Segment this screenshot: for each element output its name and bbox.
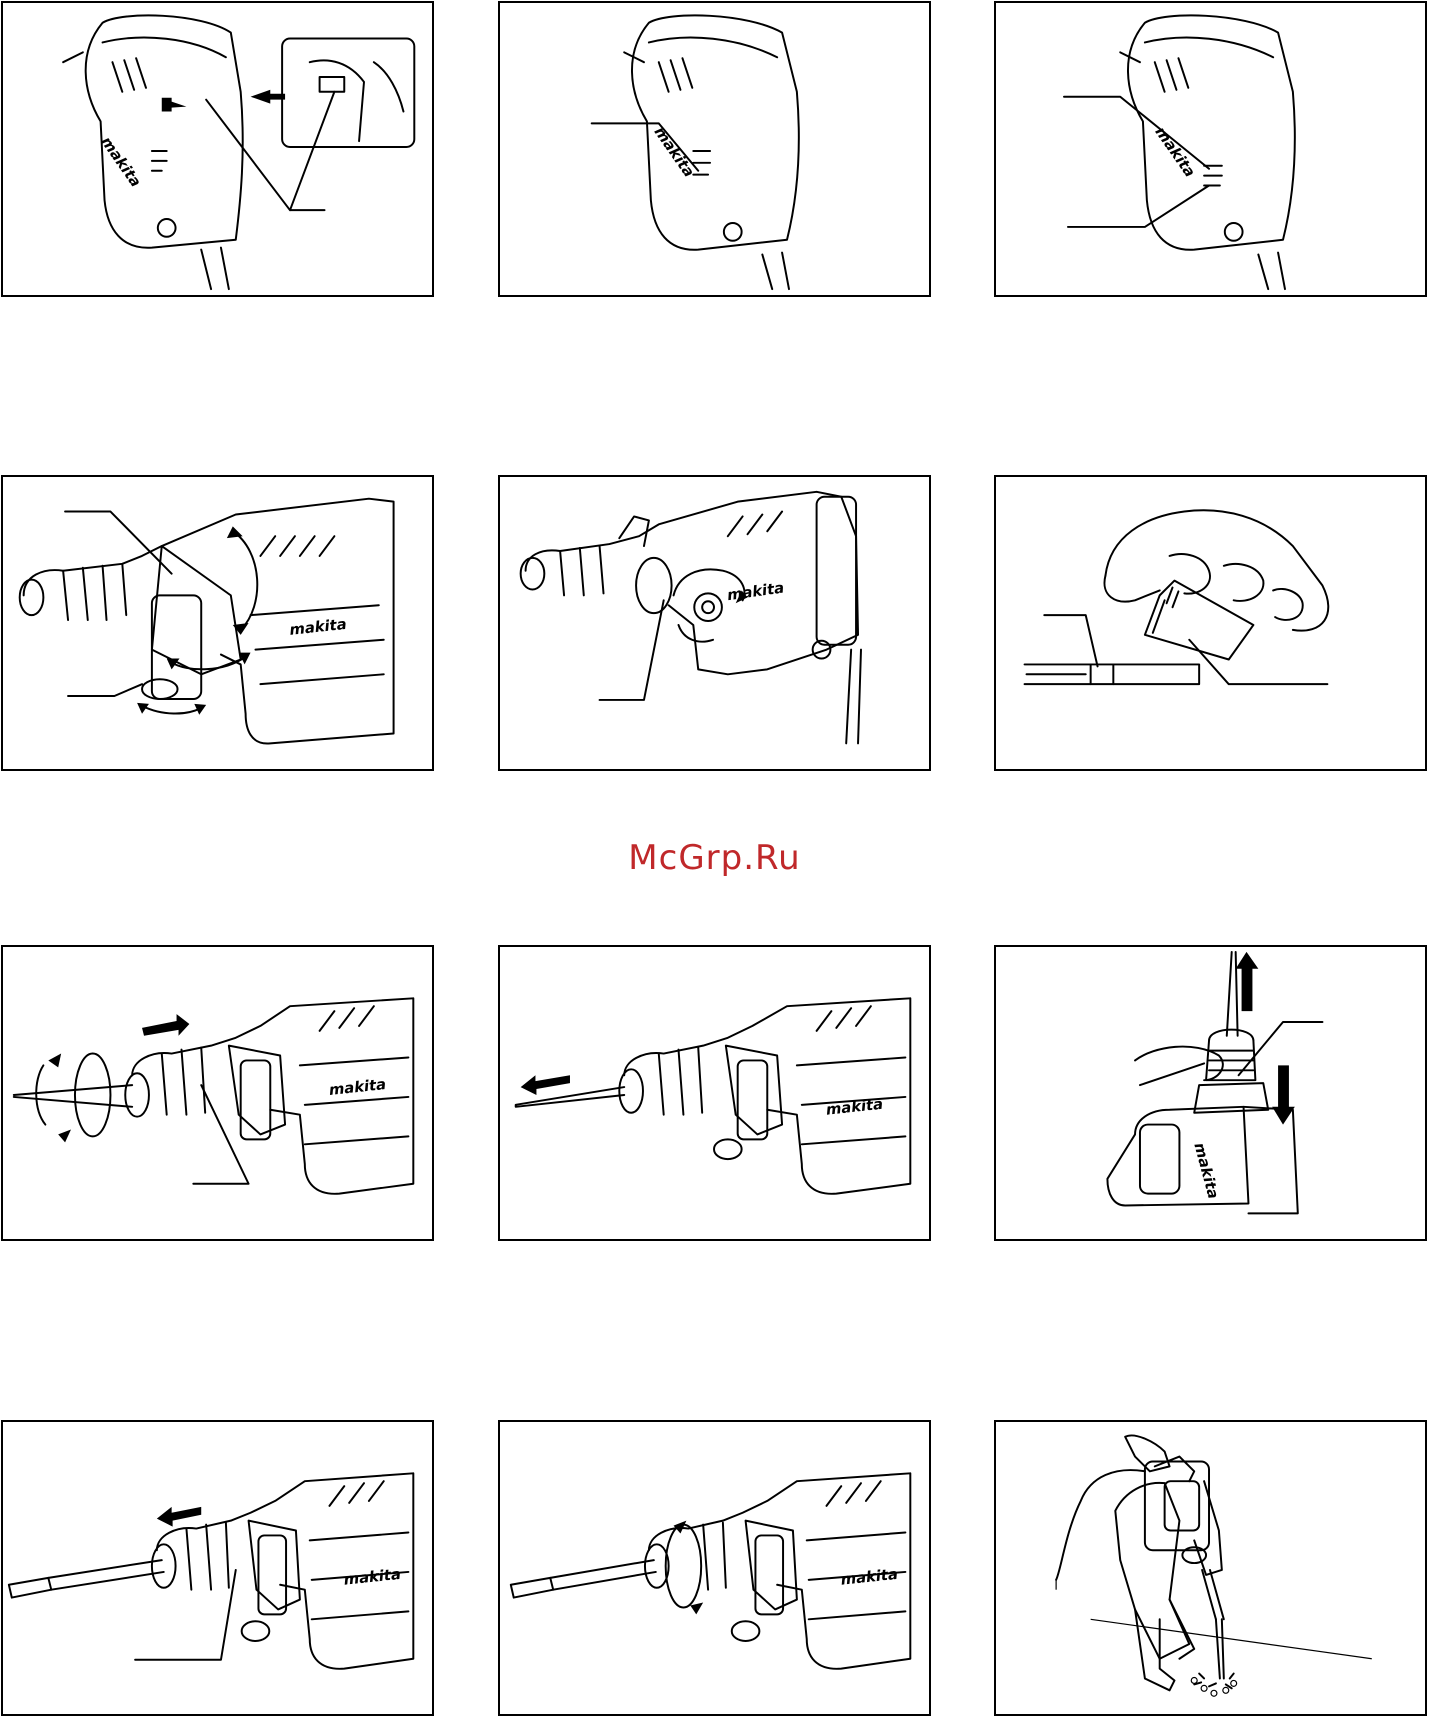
figure-4-illustration: makita xyxy=(3,477,432,769)
figure-2: makita xyxy=(498,1,931,297)
figure-6-illustration xyxy=(996,477,1425,769)
watermark: McGrp.Ru xyxy=(0,838,1429,878)
rotation-arrow-icon xyxy=(172,657,246,670)
arrow-icon xyxy=(1272,1065,1295,1124)
brand-logo: makita xyxy=(1151,124,1198,181)
brand-logo: makita xyxy=(651,124,698,181)
figure-10: makita xyxy=(1,1420,434,1716)
figure-10-illustration: makita xyxy=(3,1422,432,1714)
brand-logo: makita xyxy=(328,1076,387,1099)
arrow-icon xyxy=(1236,952,1259,1011)
brand-logo: makita xyxy=(840,1566,899,1589)
figure-7: makita xyxy=(1,945,434,1241)
brand-logo: makita xyxy=(1190,1141,1221,1201)
arrow-icon xyxy=(251,90,286,104)
figure-11-illustration: makita xyxy=(500,1422,929,1714)
figure-8: makita xyxy=(498,945,931,1241)
brand-logo: makita xyxy=(726,579,785,604)
watermark-text: McGrp.Ru xyxy=(628,838,800,878)
figure-12 xyxy=(994,1420,1427,1716)
figure-6 xyxy=(994,475,1427,771)
arrow-icon xyxy=(157,1507,201,1527)
rotation-arrow-icon xyxy=(142,706,201,714)
figure-1-illustration: makita xyxy=(3,3,432,295)
figure-2-illustration: makita xyxy=(500,3,929,295)
arrow-icon xyxy=(521,1075,570,1095)
rotation-arrow-icon xyxy=(75,1054,111,1137)
figure-3-illustration: makita xyxy=(996,3,1425,295)
figure-9-illustration: makita xyxy=(996,947,1425,1239)
figure-9: makita xyxy=(994,945,1427,1241)
brand-logo: makita xyxy=(825,1096,884,1119)
brand-logo: makita xyxy=(343,1566,402,1589)
figure-5-illustration: makita xyxy=(500,477,929,769)
figure-7-illustration: makita xyxy=(3,947,432,1239)
brand-logo: makita xyxy=(289,616,348,639)
figure-4: makita xyxy=(1,475,434,771)
figure-3: makita xyxy=(994,1,1427,297)
rotation-arrow-icon xyxy=(666,1525,702,1608)
figure-1: makita xyxy=(1,1,434,297)
arrow-icon xyxy=(142,1014,189,1036)
figure-12-illustration xyxy=(996,1422,1425,1714)
figure-11: makita xyxy=(498,1420,931,1716)
figure-5: makita xyxy=(498,475,931,771)
figure-8-illustration: makita xyxy=(500,947,929,1239)
